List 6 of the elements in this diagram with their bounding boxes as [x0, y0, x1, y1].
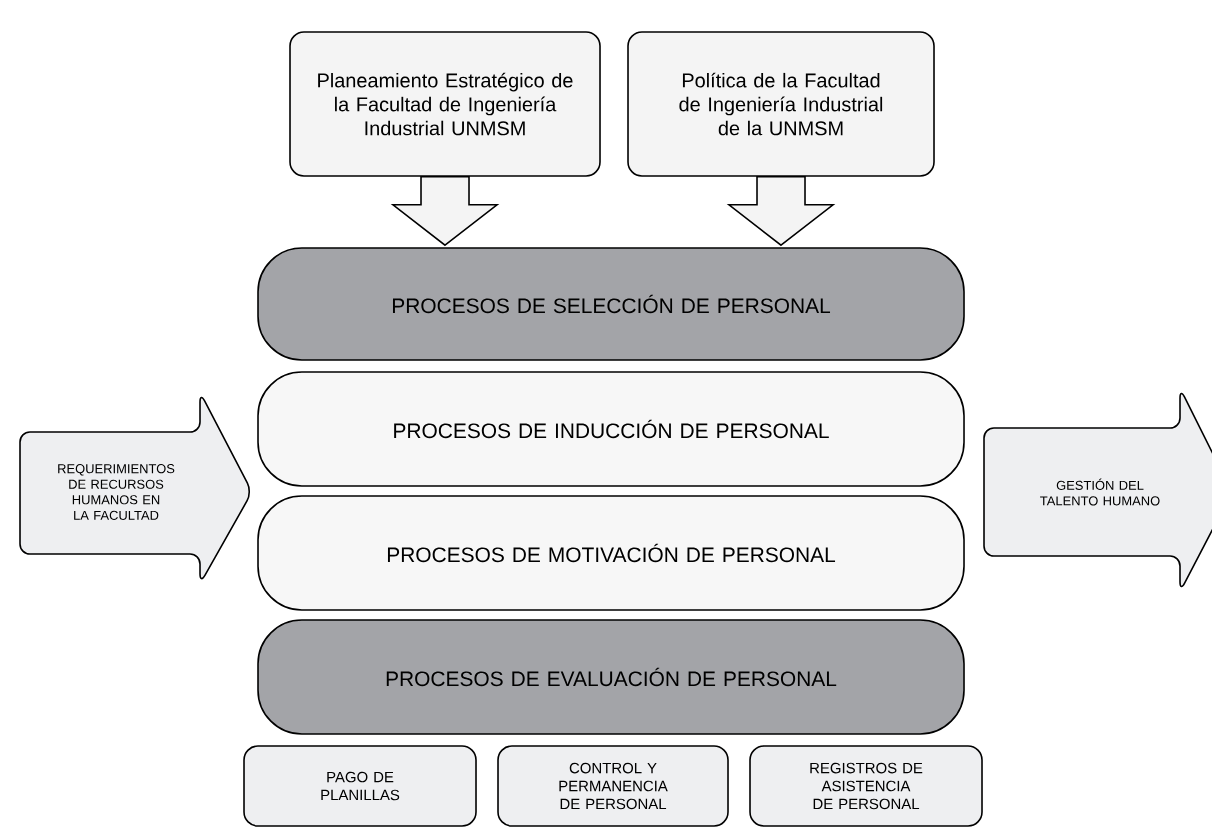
callout-box: Política de la Facultad de Ingeniería Industrial de la UNMSM — [627, 31, 935, 177]
process-band: PROCESOS DE SELECCIÓN DE PERSONAL — [257, 247, 965, 361]
process-band: PROCESOS DE EVALUACIÓN DE PERSONAL — [257, 619, 965, 735]
process-band: PROCESOS DE INDUCCIÓN DE PERSONAL — [257, 371, 965, 487]
process-band: PROCESOS DE MOTIVACIÓN DE PERSONAL — [257, 495, 965, 611]
callout-box: Planeamiento Estratégico de la Facultad de Ingeniería Industrial UNMSM — [289, 31, 601, 177]
